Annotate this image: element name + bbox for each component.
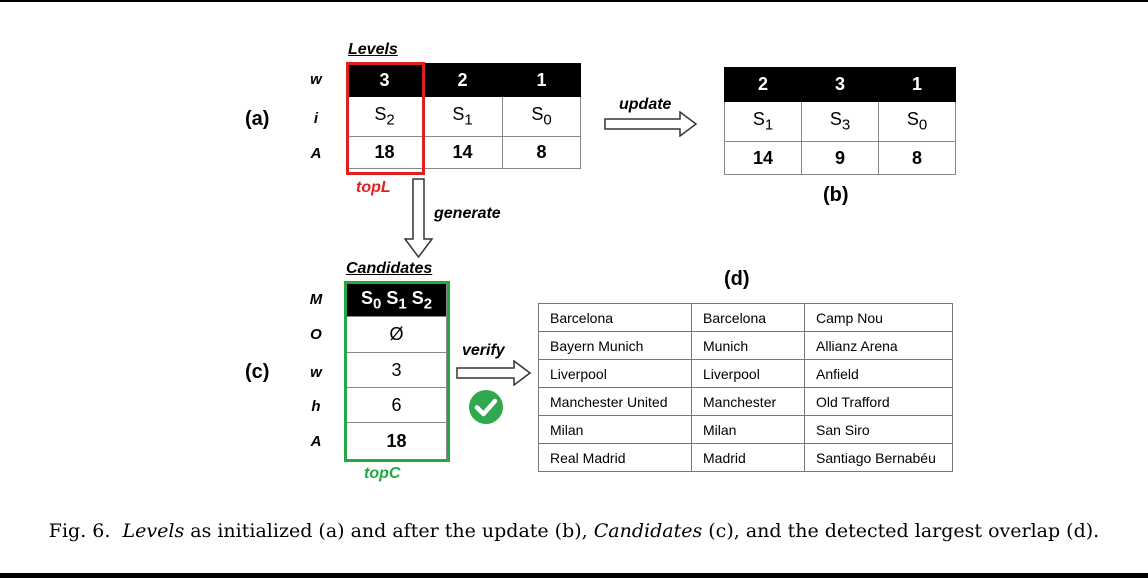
table-cell: Barcelona [538, 303, 692, 332]
levels-table-b: 2 3 1 S1 S3 S0 14 9 8 [724, 67, 956, 175]
table-row: Manchester United Manchester Old Traffor… [538, 387, 953, 416]
table-row: Barcelona Barcelona Camp Nou [538, 303, 953, 332]
candidates-row-label-w: w [310, 364, 322, 381]
panel-label-d: (d) [724, 268, 750, 290]
caption-text: as initialized (a) and after the update … [184, 520, 594, 542]
table-cell: Real Madrid [538, 443, 692, 472]
topl-marker: topL [356, 179, 391, 196]
figure-caption: Fig. 6. Levels as initialized (a) and af… [0, 520, 1148, 542]
verify-label: verify [462, 342, 505, 359]
table-cell: Manchester United [538, 387, 692, 416]
caption-prefix: Fig. 6. [48, 520, 111, 542]
candidates-a-cell: 18 [346, 422, 447, 460]
table-cell: Liverpool [538, 359, 692, 388]
table-cell: Milan [538, 415, 692, 444]
table-cell: Anfield [804, 359, 953, 388]
topc-highlight-box [344, 281, 450, 462]
table-cell: Allianz Arena [804, 331, 953, 360]
table-cell: Liverpool [691, 359, 805, 388]
levels-a-w-cell: 3 [346, 63, 423, 97]
panel-label-a: (a) [245, 108, 270, 130]
topc-marker: topC [364, 465, 401, 482]
table-cell: Santiago Bernabéu [804, 443, 953, 472]
check-icon [469, 390, 503, 424]
levels-b-a-cell: 14 [724, 141, 802, 175]
table-row: Milan Milan San Siro [538, 415, 953, 444]
table-row: Real Madrid Madrid Santiago Bernabéu [538, 443, 953, 472]
table-cell: Munich [691, 331, 805, 360]
panel-label-c: (c) [245, 361, 270, 383]
table-cell: Camp Nou [804, 303, 953, 332]
top-rule [0, 0, 1148, 2]
table-cell: Barcelona [691, 303, 805, 332]
levels-heading: Levels [348, 41, 398, 58]
update-arrow-icon [604, 111, 698, 137]
generate-label: generate [434, 205, 501, 222]
candidates-row-label-o: O [310, 326, 322, 343]
update-label: update [619, 96, 672, 113]
levels-b-i-cell: S0 [878, 101, 956, 142]
levels-b-w-cell: 2 [724, 67, 802, 102]
candidates-w-cell: 3 [346, 352, 447, 388]
bottom-rule [0, 573, 1148, 578]
table-cell: Manchester [691, 387, 805, 416]
levels-b-i-cell: S3 [801, 101, 879, 142]
levels-table-a: 3 2 1 S2 S1 S0 18 14 8 [346, 63, 581, 169]
caption-candidates-word: Candidates [593, 520, 703, 542]
caption-text: (c), and the detected largest overlap (d… [702, 520, 1100, 542]
topl-highlight-box [346, 62, 425, 175]
levels-a-i-cell: S2 [346, 96, 423, 137]
candidates-row-label-m: M [309, 291, 323, 308]
levels-b-w-cell: 3 [801, 67, 879, 102]
table-cell: Madrid [691, 443, 805, 472]
panel-label-b: (b) [823, 184, 849, 206]
table-row: Bayern Munich Munich Allianz Arena [538, 331, 953, 360]
candidates-table: S0 S1 S2 Ø 3 6 18 [346, 283, 447, 460]
levels-a-a-cell: 8 [502, 136, 581, 169]
levels-a-a-cell: 14 [422, 136, 503, 169]
candidates-row-label-h: h [311, 398, 321, 415]
generate-arrow-icon [404, 178, 434, 259]
table-cell: Bayern Munich [538, 331, 692, 360]
levels-row-label-i: i [313, 110, 319, 127]
levels-a-w-cell: 2 [422, 63, 503, 97]
levels-a-a-cell: 18 [346, 136, 423, 169]
caption-levels-word: Levels [122, 520, 185, 542]
levels-a-w-cell: 1 [502, 63, 581, 97]
table-cell: San Siro [804, 415, 953, 444]
levels-a-i-cell: S0 [502, 96, 581, 137]
candidates-heading: Candidates [346, 260, 433, 277]
table-row: Liverpool Liverpool Anfield [538, 359, 953, 388]
candidates-row-label-a: A [310, 433, 322, 450]
levels-b-i-cell: S1 [724, 101, 802, 142]
levels-b-w-cell: 1 [878, 67, 956, 102]
levels-b-a-cell: 8 [878, 141, 956, 175]
levels-row-label-w: w [310, 71, 322, 88]
candidates-h-cell: 6 [346, 387, 447, 423]
levels-a-i-cell: S1 [422, 96, 503, 137]
verify-arrow-icon [456, 360, 532, 386]
table-cell: Milan [691, 415, 805, 444]
levels-row-label-a: A [310, 145, 322, 162]
overlap-table: Barcelona Barcelona Camp Nou Bayern Muni… [538, 303, 953, 472]
levels-b-a-cell: 9 [801, 141, 879, 175]
table-cell: Old Trafford [804, 387, 953, 416]
